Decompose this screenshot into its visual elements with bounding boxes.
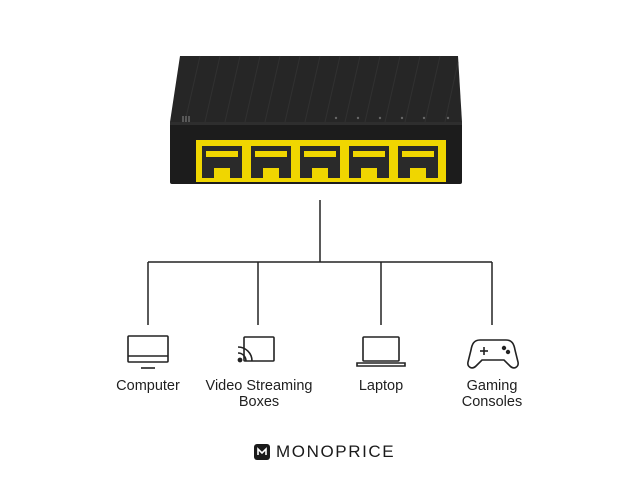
switch-texture: [184, 55, 459, 123]
brand-logo: MONOPRICE: [254, 442, 395, 462]
brand-name: MONOPRICE: [276, 442, 396, 461]
ethernet-port-3: [300, 146, 340, 178]
streaming-box-icon: [237, 336, 275, 363]
label-line-2: Consoles: [461, 394, 523, 410]
label-line-1: Laptop: [358, 378, 404, 394]
monoprice-logo-icon: [254, 444, 270, 460]
label-line-1: Computer: [116, 378, 180, 394]
device-label-computer: Computer: [98, 378, 198, 394]
device-label-laptop: Laptop: [331, 378, 431, 394]
ethernet-ports: [202, 146, 438, 178]
gamepad-icon: [467, 339, 519, 369]
ethernet-port-1: [202, 146, 242, 178]
label-line-1: Video Streaming: [205, 378, 313, 394]
status-leds: [334, 116, 450, 120]
label-line-1: Gaming: [466, 378, 518, 394]
monitor-icon: [127, 335, 169, 369]
ethernet-port-4: [349, 146, 389, 178]
device-label-gaming: Gaming Consoles: [442, 378, 542, 410]
ethernet-port-5: [398, 146, 438, 178]
ethernet-port-2: [251, 146, 291, 178]
label-line-2: Boxes: [238, 394, 280, 410]
connection-lines: [147, 200, 493, 325]
device-label-streaming: Video Streaming Boxes: [198, 378, 320, 410]
switch-logo-icon: [182, 116, 190, 122]
laptop-icon: [356, 336, 406, 367]
